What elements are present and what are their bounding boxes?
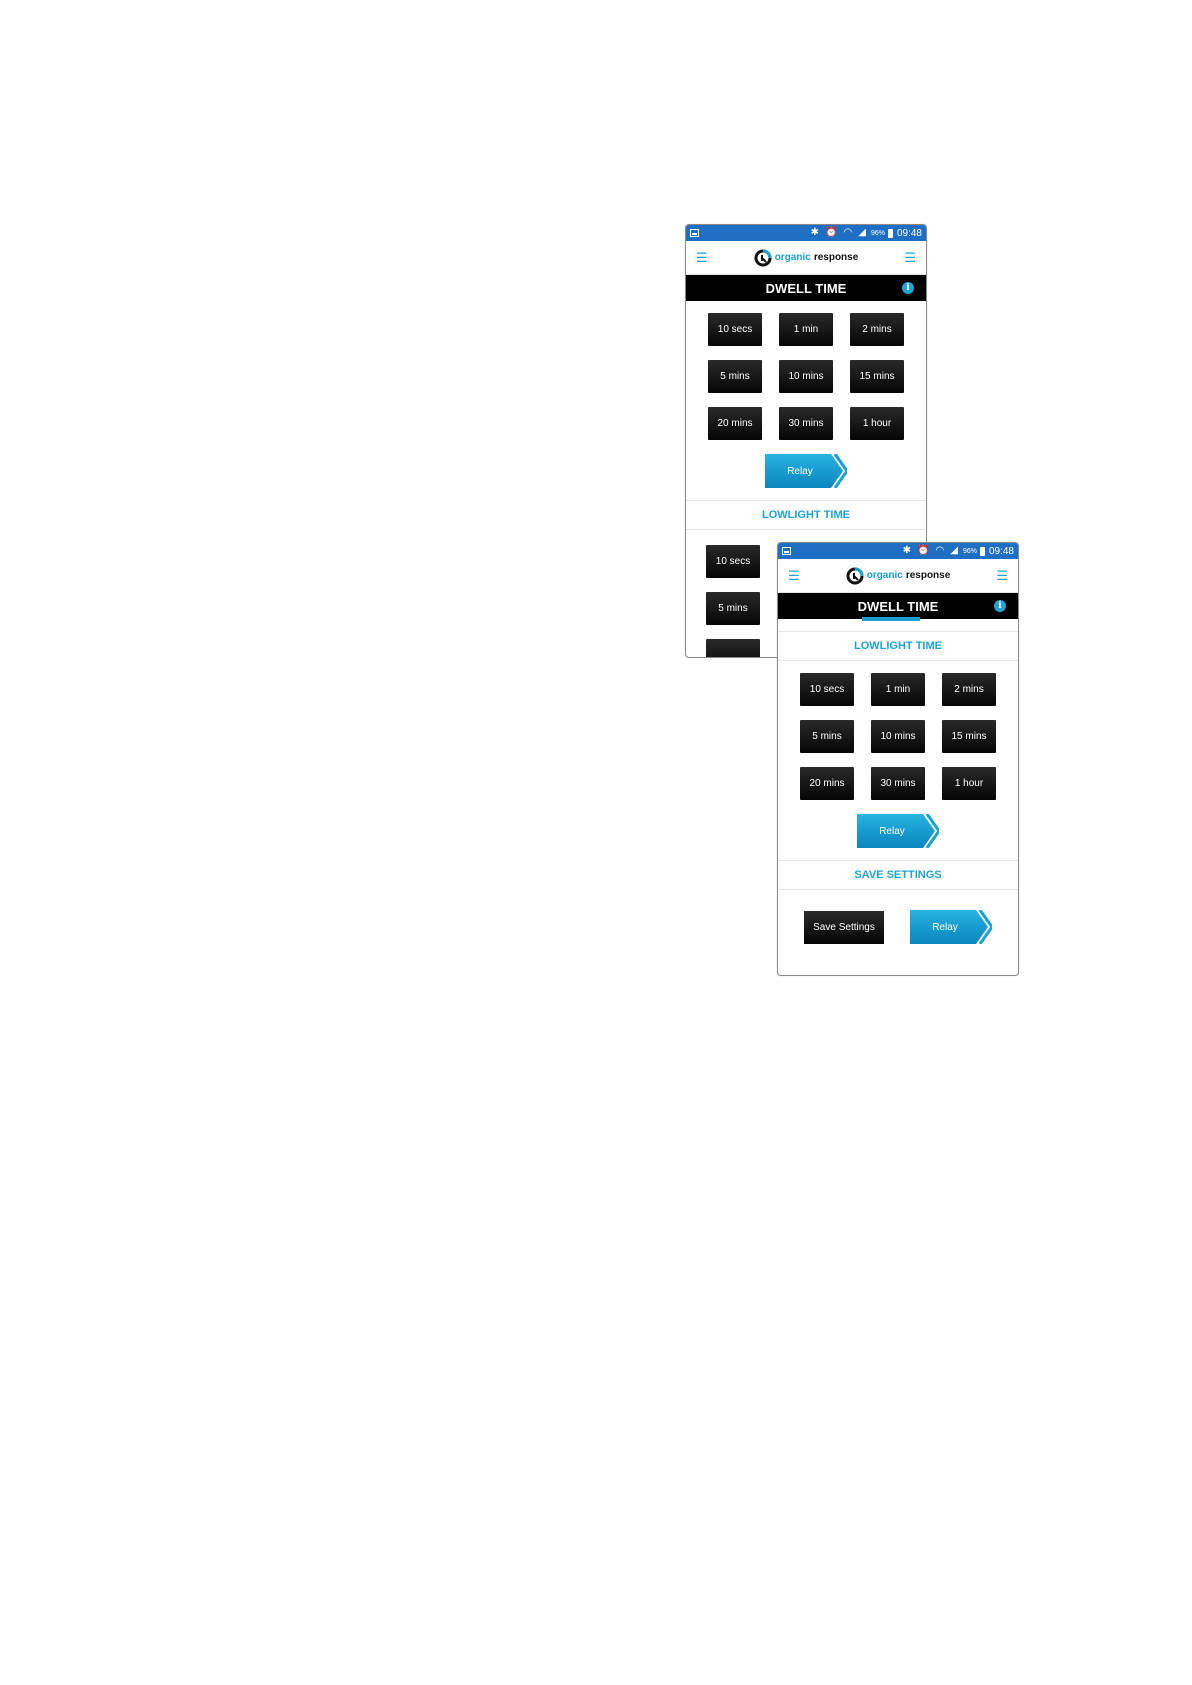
- logo-mark-icon: [754, 249, 772, 266]
- battery-percent: 96%: [962, 547, 977, 555]
- lowlight-option-button-partial[interactable]: [706, 639, 760, 657]
- relay-arrow-icon: [765, 454, 847, 488]
- hamburger-menu-icon[interactable]: ☰: [788, 568, 800, 583]
- dwell-option-button[interactable]: 15 mins: [850, 360, 904, 393]
- relay-button-label: Relay: [879, 825, 905, 837]
- relay-button-partial[interactable]: [862, 617, 920, 621]
- save-settings-section-header: SAVE SETTINGS: [778, 860, 1018, 890]
- gallery-icon: [782, 547, 791, 555]
- logo-mark-icon: [846, 567, 864, 584]
- lowlight-option-button[interactable]: 5 mins: [706, 592, 760, 625]
- lowlight-option-button[interactable]: 1 hour: [942, 767, 996, 800]
- brand-word-response: response: [905, 570, 951, 581]
- dwell-option-button[interactable]: 1 min: [779, 313, 833, 346]
- lowlight-option-button[interactable]: 30 mins: [871, 767, 925, 800]
- relay-button[interactable]: Relay: [765, 454, 847, 488]
- lowlight-option-button[interactable]: 20 mins: [800, 767, 854, 800]
- signal-icon: ◢: [950, 545, 958, 556]
- dwell-option-button[interactable]: 2 mins: [850, 313, 904, 346]
- signal-icon: ◢: [858, 227, 866, 238]
- lowlight-option-button[interactable]: 10 mins: [871, 720, 925, 753]
- dwell-option-button[interactable]: 30 mins: [779, 407, 833, 440]
- page-title: DWELL TIME i: [778, 593, 1018, 619]
- app-bar: ☰ organic response ☰: [778, 559, 1018, 593]
- app-bar: ☰ organic response ☰: [686, 241, 926, 275]
- dwell-option-button[interactable]: 5 mins: [708, 360, 762, 393]
- relay-arrow-icon: [910, 910, 992, 944]
- battery-icon: [979, 546, 985, 556]
- status-bar: ✱ ⏰ ◠ ◢ 96% 09:48: [778, 543, 1018, 559]
- wifi-icon: ◠: [843, 227, 853, 238]
- hamburger-menu-icon-right[interactable]: ☰: [996, 568, 1008, 583]
- lowlight-option-button[interactable]: 10 secs: [800, 673, 854, 706]
- dwell-option-button[interactable]: 10 mins: [779, 360, 833, 393]
- info-icon[interactable]: i: [994, 600, 1006, 612]
- lowlight-title: LOWLIGHT TIME: [762, 509, 850, 521]
- lowlight-option-button[interactable]: 15 mins: [942, 720, 996, 753]
- lowlight-option-button[interactable]: 5 mins: [800, 720, 854, 753]
- page-title-text: DWELL TIME: [857, 598, 939, 614]
- relay-button-label: Relay: [787, 465, 813, 477]
- info-icon[interactable]: i: [902, 282, 914, 294]
- battery-icon: [887, 228, 893, 238]
- brand-word-organic: organic: [866, 570, 903, 581]
- dwell-option-button[interactable]: 1 hour: [850, 407, 904, 440]
- battery-percent: 96%: [870, 229, 885, 237]
- relay-arrow-icon: [857, 814, 939, 848]
- alarm-icon: ⏰: [917, 545, 930, 556]
- hamburger-menu-icon[interactable]: ☰: [696, 250, 708, 265]
- lowlight-option-button[interactable]: 2 mins: [942, 673, 996, 706]
- page-title: DWELL TIME i: [686, 275, 926, 301]
- dwell-options-grid: 10 secs 1 min 2 mins 5 mins 10 mins 15 m…: [686, 313, 926, 440]
- hamburger-menu-icon-right[interactable]: ☰: [904, 250, 916, 265]
- lowlight-option-button[interactable]: 1 min: [871, 673, 925, 706]
- status-time: 09:48: [988, 545, 1014, 557]
- lowlight-options-grid: 10 secs 1 min 2 mins 5 mins 10 mins 15 m…: [778, 673, 1018, 800]
- dwell-option-button[interactable]: 20 mins: [708, 407, 762, 440]
- status-bar: ✱ ⏰ ◠ ◢ 96% 09:48: [686, 225, 926, 241]
- relay-button[interactable]: Relay: [857, 814, 939, 848]
- relay-button[interactable]: Relay: [910, 910, 992, 944]
- lowlight-option-button[interactable]: 10 secs: [706, 545, 760, 578]
- phone-screen-dwell-time: ✱ ⏰ ◠ ◢ 96% 09:48 ☰ organic response ☰ D…: [685, 224, 927, 658]
- dwell-option-button[interactable]: 10 secs: [708, 313, 762, 346]
- brand-word-response: response: [813, 252, 859, 263]
- lowlight-section-header: LOWLIGHT TIME: [778, 631, 1018, 661]
- wifi-icon: ◠: [935, 545, 945, 556]
- save-settings-title: SAVE SETTINGS: [854, 869, 942, 881]
- lowlight-section-header: LOWLIGHT TIME: [686, 500, 926, 530]
- brand-logo: organic response: [846, 567, 951, 585]
- brand-word-organic: organic: [774, 252, 811, 263]
- page-title-text: DWELL TIME: [765, 280, 847, 296]
- status-time: 09:48: [896, 227, 922, 239]
- brand-logo: organic response: [754, 249, 859, 267]
- gallery-icon: [690, 229, 699, 237]
- lowlight-title: LOWLIGHT TIME: [854, 640, 942, 652]
- save-settings-button[interactable]: Save Settings: [804, 910, 884, 944]
- alarm-icon: ⏰: [825, 227, 838, 238]
- phone-screen-save-settings: ✱ ⏰ ◠ ◢ 96% 09:48 ☰ organic response ☰ D…: [777, 542, 1019, 976]
- bluetooth-icon: ✱: [902, 545, 912, 556]
- bluetooth-icon: ✱: [810, 227, 820, 238]
- relay-button-label: Relay: [932, 921, 958, 933]
